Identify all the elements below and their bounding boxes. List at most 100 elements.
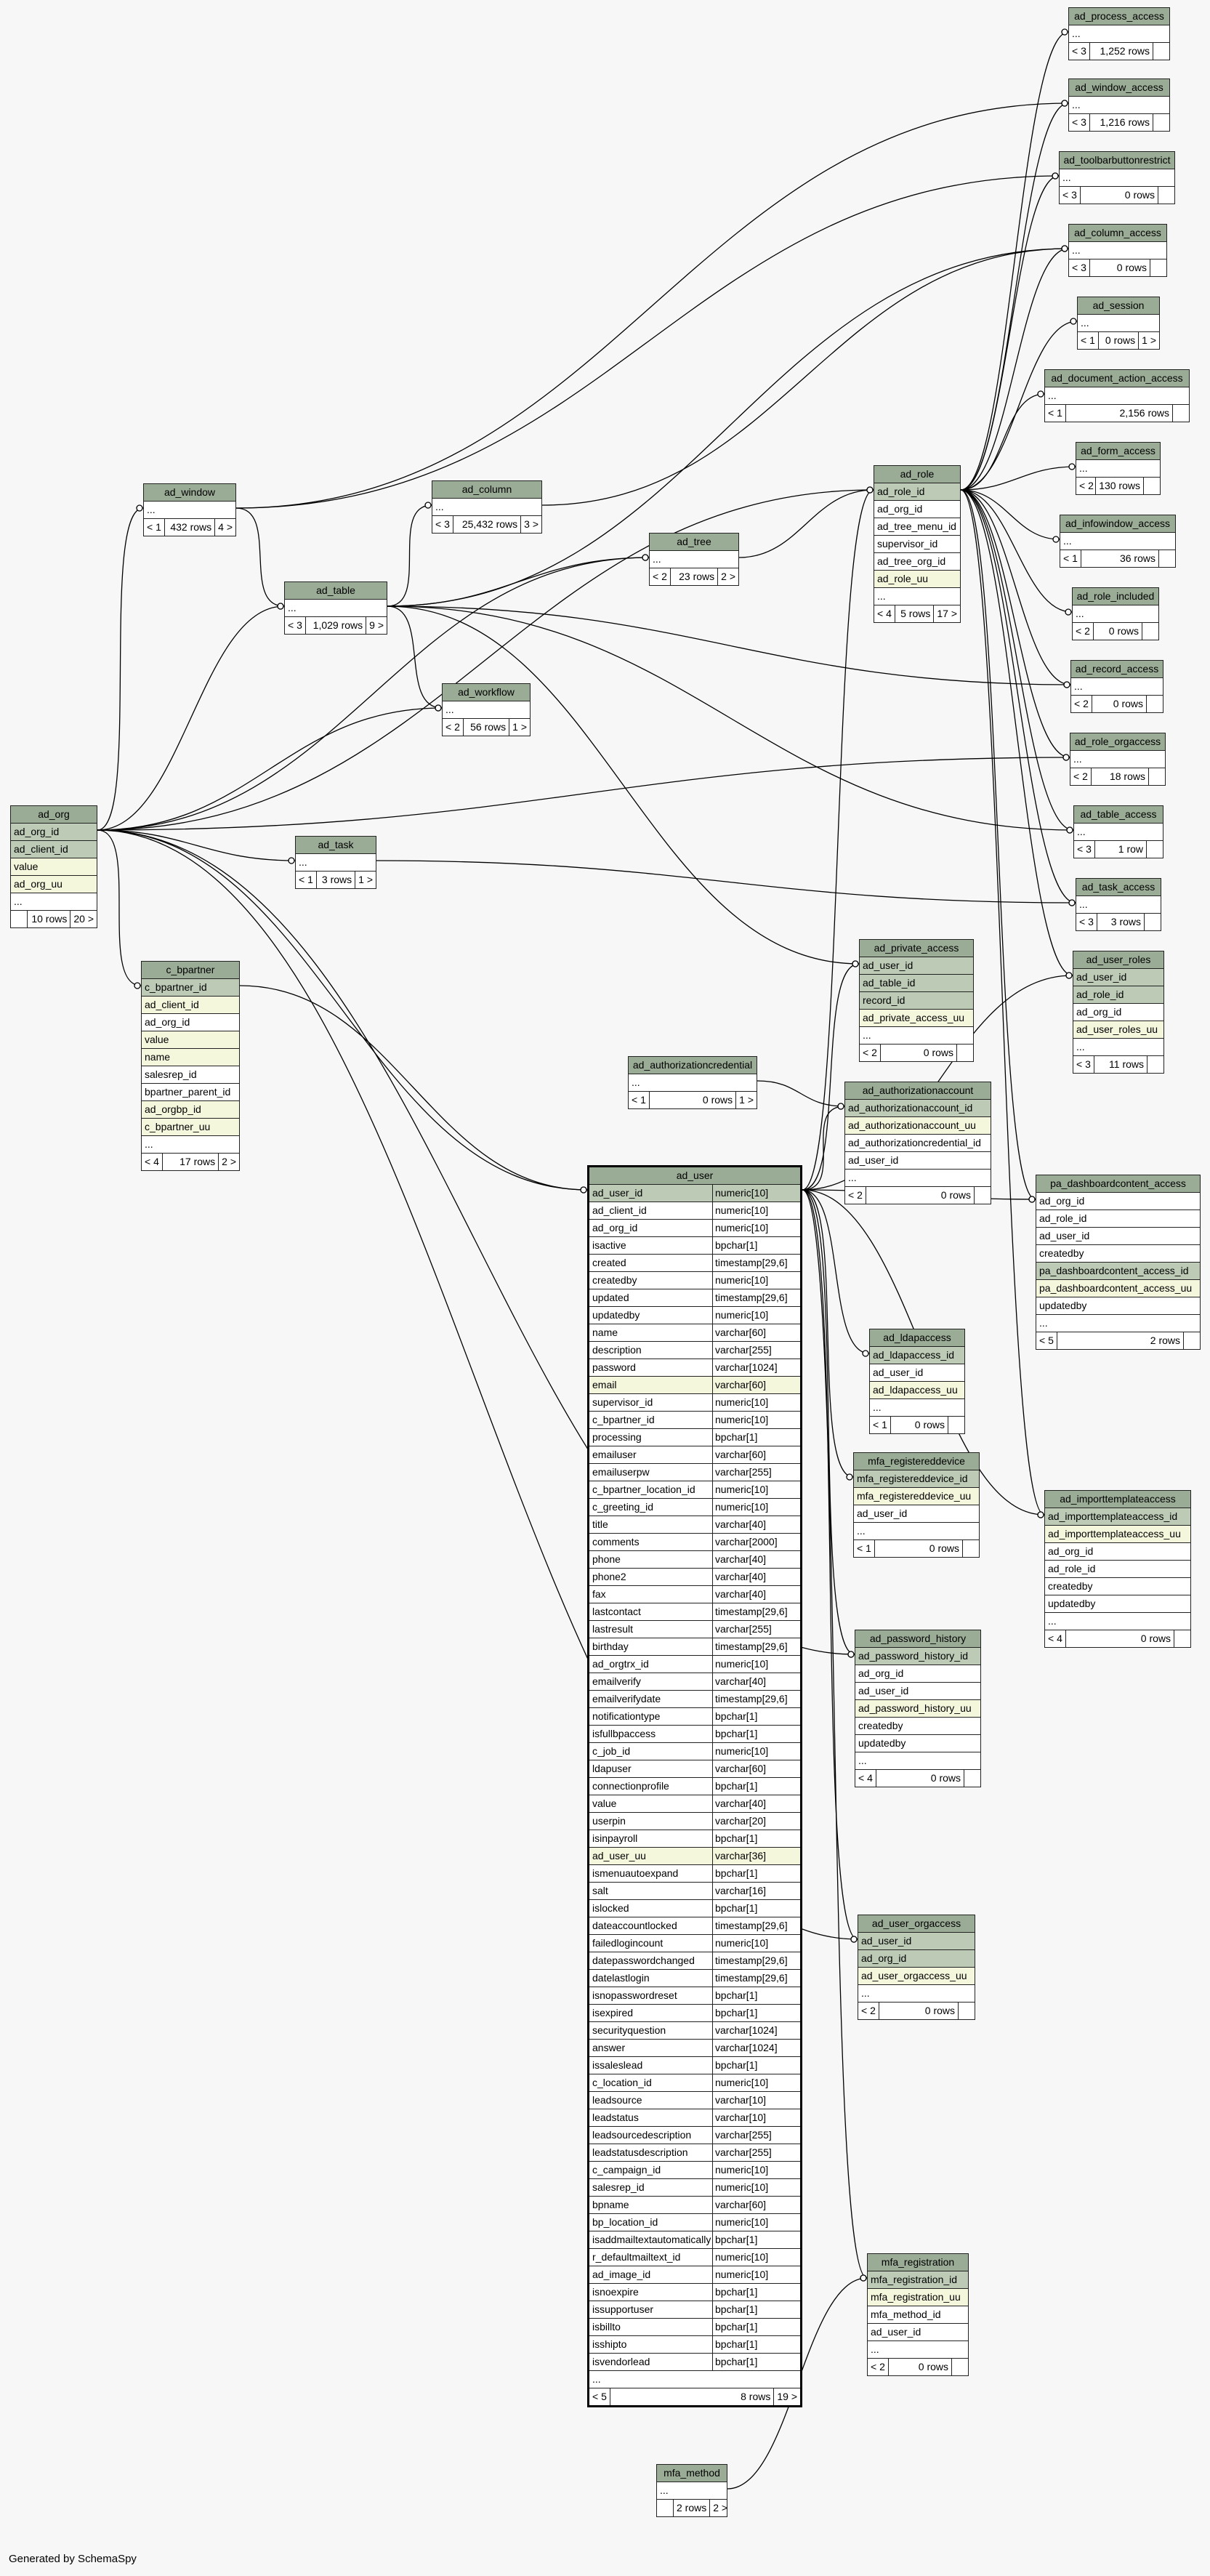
parents-count: < 1 xyxy=(1060,550,1081,567)
fk-ad-table-access-to-ad-table xyxy=(387,605,1074,831)
fk-ad-infowindow-access-to-ad-role xyxy=(960,489,1060,540)
column-name: ad_org_id xyxy=(861,1952,907,1964)
column-name: c_bpartner_uu xyxy=(145,1121,211,1132)
column-row: ad_user_orgaccess_uu xyxy=(858,1968,975,1985)
table-header: ad_importtemplateaccess xyxy=(1045,1491,1190,1508)
column-name: isactive xyxy=(592,1239,626,1251)
column-name: mfa_registration_id xyxy=(871,2274,958,2285)
optional-relationship-marker xyxy=(1028,1196,1036,1203)
table-header: ad_process_access xyxy=(1069,8,1169,25)
ellipsis-row: ... xyxy=(142,1136,239,1154)
parents-count: < 3 xyxy=(1074,841,1095,858)
children-count xyxy=(1153,114,1169,131)
column-name: userpin xyxy=(592,1815,626,1827)
column-type: numeric[10] xyxy=(712,1202,800,1219)
column-name: ad_user_id xyxy=(857,1508,908,1519)
column-name: emailverify xyxy=(592,1675,641,1687)
parents-count: < 4 xyxy=(855,1770,876,1787)
column-name: ad_importtemplateaccess_id xyxy=(1048,1510,1178,1522)
optional-relationship-marker xyxy=(1037,1511,1044,1518)
column-type: numeric[10] xyxy=(712,2266,800,2283)
column-type: varchar[40] xyxy=(712,1569,800,1585)
parents-count xyxy=(657,2500,674,2516)
column-type: numeric[10] xyxy=(712,1935,800,1952)
row-count: 3 rows xyxy=(1097,914,1145,930)
children-count xyxy=(1159,550,1175,567)
ellipsis-row: ... xyxy=(845,1170,991,1187)
table-ad-importtemplateaccess[interactable]: ad_importtemplateaccess ad_importtemplate… xyxy=(1044,1490,1191,1648)
column-name: created xyxy=(592,1257,626,1268)
optional-relationship-marker xyxy=(1037,390,1044,398)
fk-c-bpartner-to-ad-org xyxy=(97,829,142,986)
column-type: bpchar[1] xyxy=(712,2336,800,2353)
table-header: mfa_registration xyxy=(868,2254,968,2271)
column-name: birthday xyxy=(592,1641,629,1652)
table-header: ad_role xyxy=(874,466,960,483)
row-count: 3 rows xyxy=(317,872,356,888)
column-type: timestamp[29,6] xyxy=(712,1952,800,1969)
column-type: varchar[255] xyxy=(712,1342,800,1359)
fk-ad-table-to-ad-window xyxy=(235,507,285,607)
column-name: c_bpartner_location_id xyxy=(592,1484,695,1495)
ellipsis-row: ... xyxy=(1071,678,1163,696)
table-header: ad_window_access xyxy=(1069,79,1169,97)
ellipsis-row: ... xyxy=(1045,387,1189,405)
fk-ad-process-access-to-ad-role xyxy=(960,31,1069,491)
children-count: 2 > xyxy=(222,1156,236,1167)
fk-ad-table-to-ad-org xyxy=(97,605,285,831)
column-name: phone2 xyxy=(592,1571,626,1582)
column-name: ad_org_id xyxy=(592,1222,638,1233)
column-row: ad_user_id xyxy=(855,1683,980,1700)
